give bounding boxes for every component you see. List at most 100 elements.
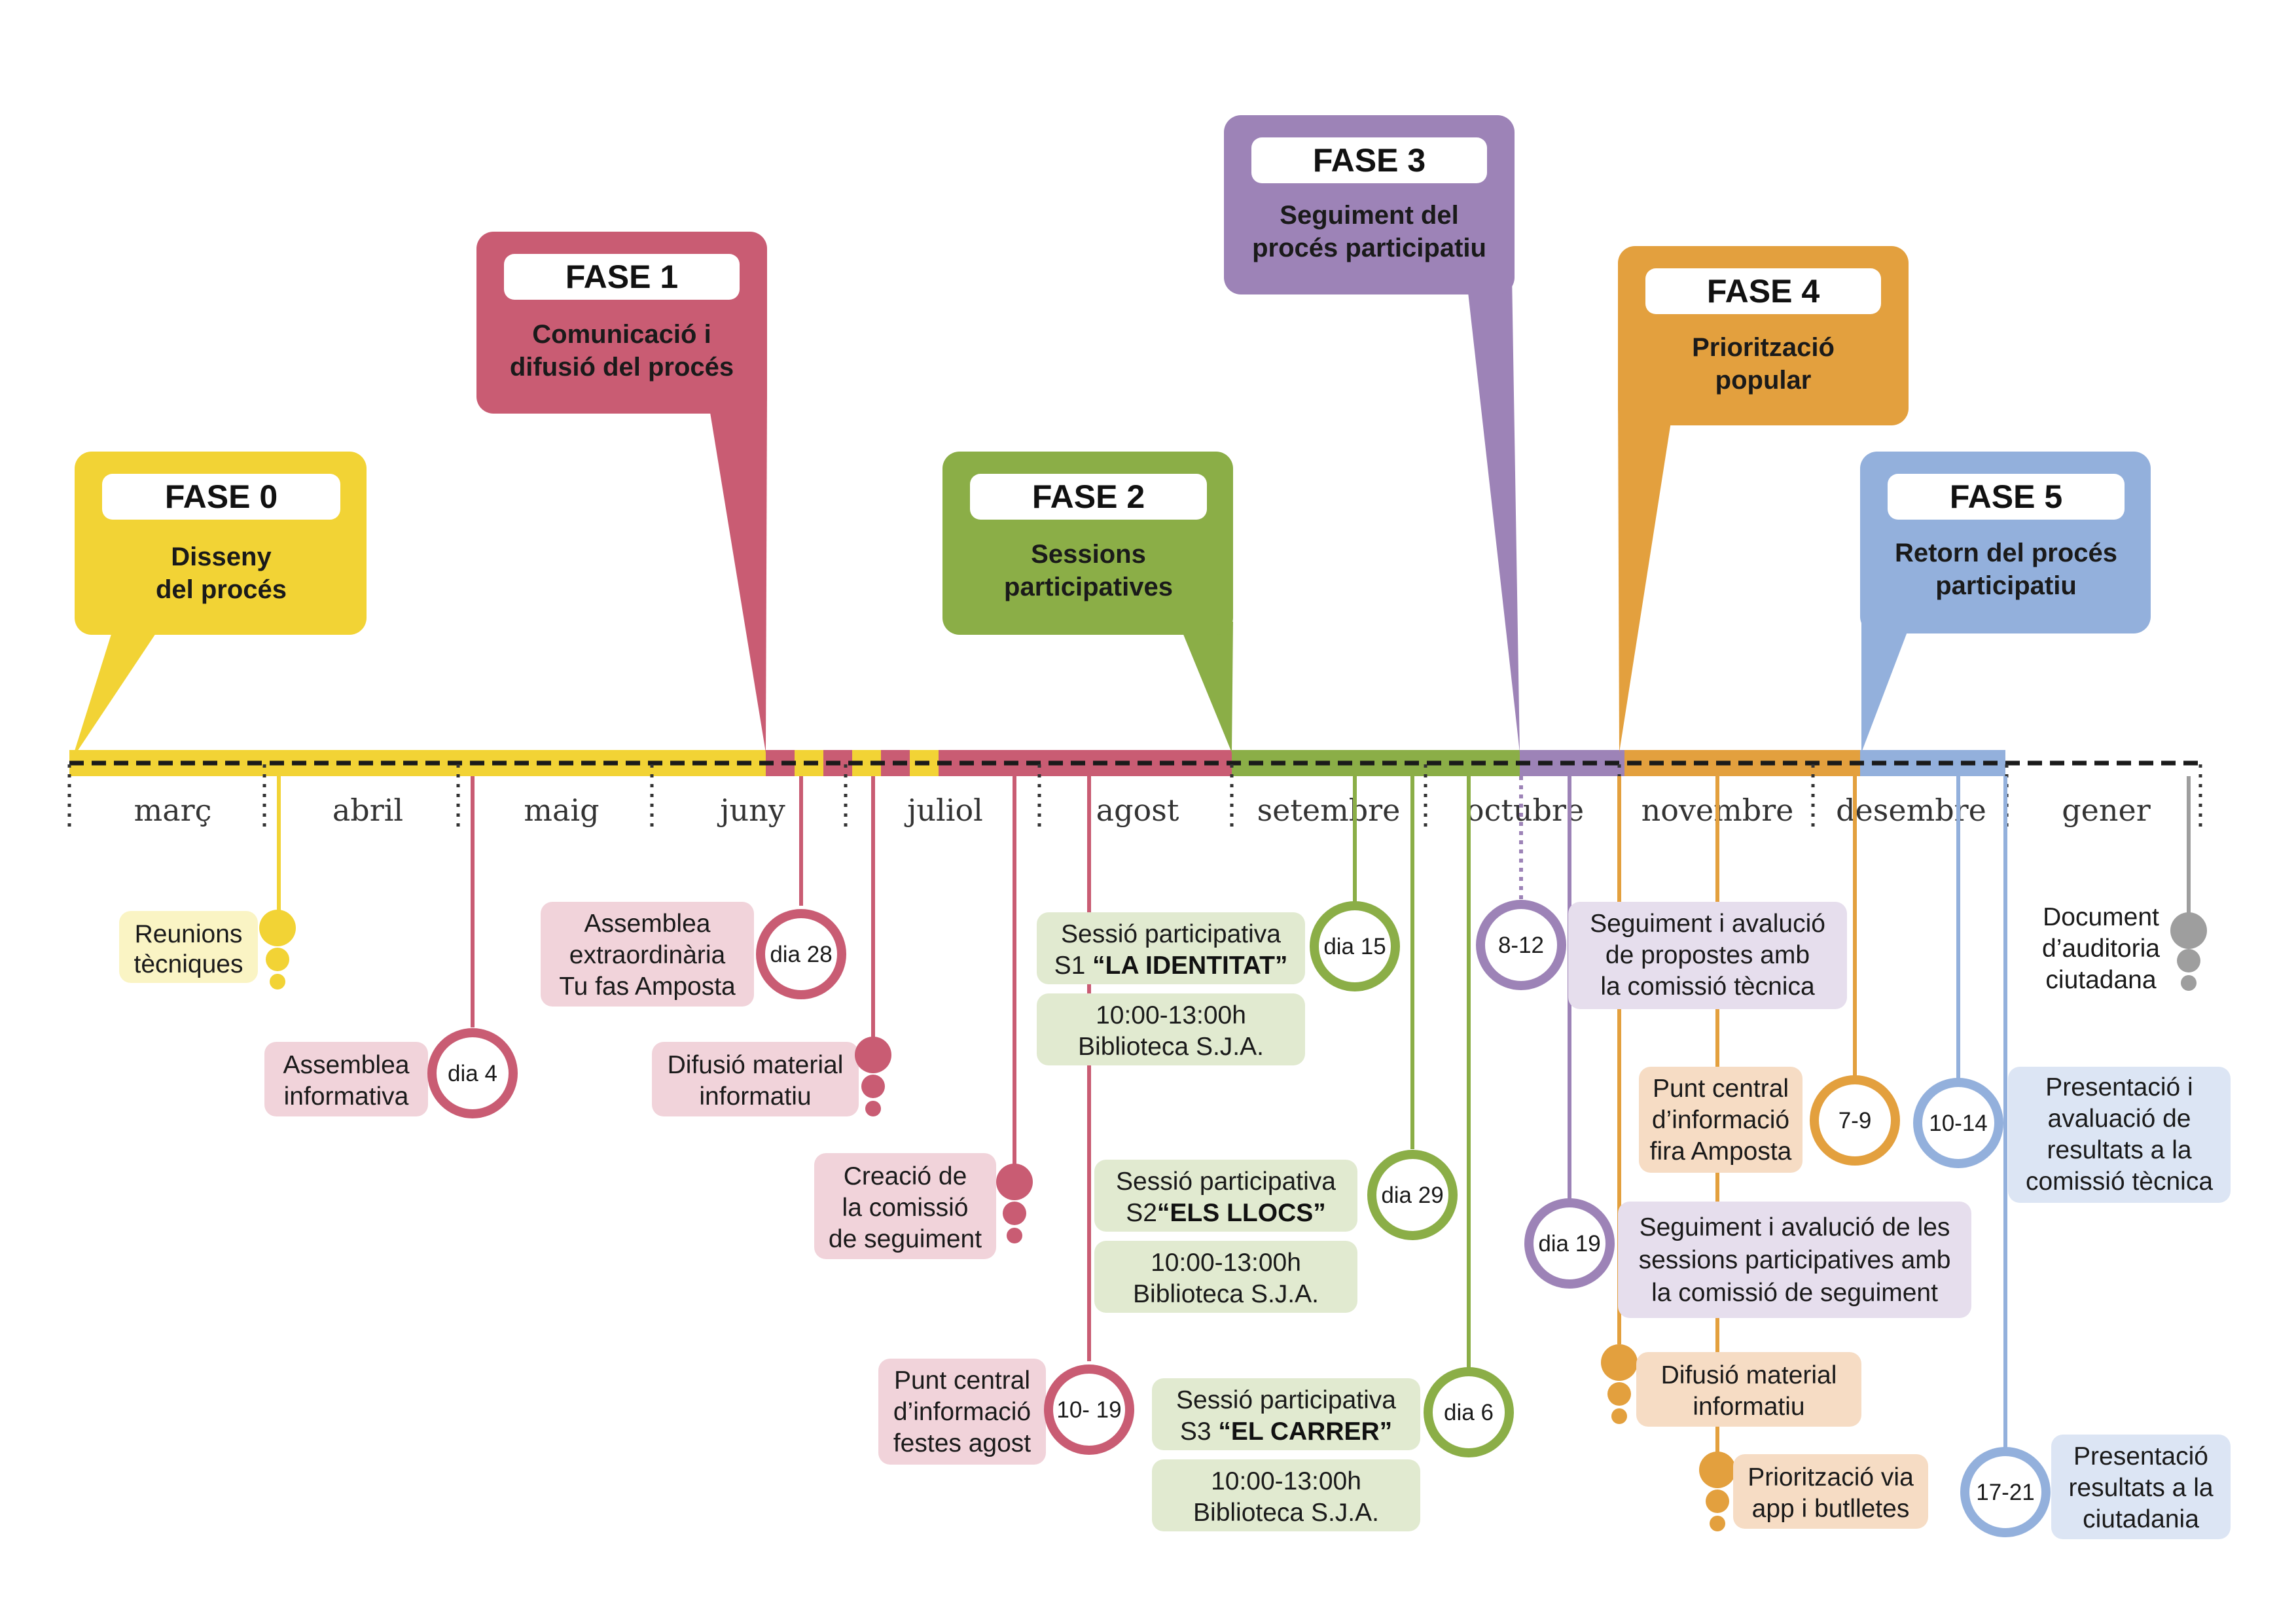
- session-name: “EL CARRER”: [1218, 1418, 1392, 1446]
- month-label-desembre: desembre: [1836, 793, 1986, 828]
- phase-subtitle-line: popular: [1715, 366, 1812, 395]
- event-label-box: [814, 1153, 996, 1259]
- bullet-dot-medium: [1607, 1382, 1631, 1406]
- event-label-line: Sessió participativa: [1176, 1386, 1396, 1414]
- phase-callout-pointer: [1861, 622, 1911, 753]
- phase-title-pill: [970, 474, 1207, 520]
- event-label-line: Seguiment i avalució: [1590, 910, 1825, 938]
- session-code: S3: [1180, 1418, 1219, 1446]
- event-assemblea-extraordinaria: Assemblea extraordinària Tu fas Amposta …: [541, 902, 846, 1007]
- month-label-gener: gener: [2062, 793, 2151, 828]
- bullet-dot-large: [996, 1164, 1033, 1200]
- phase-subtitle-line: Disseny: [171, 543, 272, 571]
- event-label-line: Assemblea: [283, 1051, 410, 1079]
- bullet-dot-large: [2170, 912, 2207, 949]
- phase-title-pill: [1251, 137, 1487, 183]
- phase-subtitle-line: Seguiment del: [1280, 201, 1458, 230]
- phase-title-pill: [102, 474, 340, 520]
- event-label-line: Difusió material: [1661, 1361, 1837, 1389]
- event-label-box: [2008, 1067, 2231, 1203]
- event-label-line: S3 “EL CARRER”: [1180, 1418, 1392, 1446]
- connector-lines: [277, 776, 2191, 1453]
- event-difusio-material-juliol: Difusió material informatiu: [652, 1037, 891, 1116]
- event-label-line: sessions participatives amb: [1639, 1246, 1951, 1274]
- event-label-box: [652, 1042, 859, 1116]
- event-label-line: resultats a la: [2068, 1474, 2213, 1502]
- event-label-line: Priorització via: [1748, 1463, 1914, 1491]
- date-circle: [1960, 1447, 2051, 1537]
- phase-callout-pointer: [1618, 393, 1676, 753]
- event-label-line: la comissió tècnica: [1600, 972, 1815, 1001]
- event-label-box: [119, 911, 258, 983]
- date-circle-label: dia 29: [1381, 1183, 1443, 1208]
- event-label-line: Creació de: [844, 1162, 967, 1190]
- event-label-line: comissió tècnica: [2026, 1168, 2213, 1196]
- session-info-line: Biblioteca S.J.A.: [1193, 1499, 1379, 1527]
- bullet-dot-large: [1601, 1344, 1638, 1381]
- session-info-box: [1152, 1459, 1420, 1531]
- event-label-box: [1618, 1202, 1971, 1318]
- event-label-line: avaluació de: [2048, 1105, 2191, 1133]
- event-label-box: [1094, 1160, 1357, 1232]
- event-label-line: ciutadana: [2045, 966, 2156, 994]
- event-label-line: informatiu: [699, 1082, 811, 1111]
- date-circle-label: dia 15: [1323, 934, 1386, 959]
- event-label-line: Presentació: [2073, 1442, 2208, 1471]
- session-info-line: Biblioteca S.J.A.: [1133, 1280, 1319, 1308]
- date-circle-label: 8-12: [1498, 933, 1544, 958]
- event-label-line: Difusió material: [668, 1051, 844, 1079]
- month-label-maig: maig: [524, 793, 599, 828]
- bullet-dot-small: [1611, 1408, 1627, 1424]
- session-code: S1: [1054, 952, 1093, 980]
- event-label-line: Punt central: [1653, 1075, 1789, 1103]
- event-label-line: Punt central: [894, 1366, 1030, 1395]
- event-label-line: Sessió participativa: [1116, 1168, 1336, 1196]
- event-label-line: Reunions: [135, 920, 243, 948]
- phase-callout-fase4: FASE 4 Priorització popular: [1618, 246, 1909, 753]
- event-label-box: [264, 1042, 428, 1116]
- event-label-box: [1037, 912, 1305, 984]
- event-punt-central-festes: Punt central d’informació festes agost 1…: [878, 1359, 1134, 1465]
- event-label-line: extraordinària: [569, 941, 726, 969]
- bullet-dot-small: [270, 974, 285, 990]
- event-label-line: S1 “LA IDENTITAT”: [1054, 952, 1288, 980]
- phase-title: FASE 2: [1032, 478, 1145, 515]
- event-label-box: [1636, 1352, 1861, 1427]
- event-sessio-2: Sessió participativa S2“ELS LLOCS” 10:00…: [1094, 1150, 1458, 1313]
- session-info-line: 10:00-13:00h: [1096, 1001, 1246, 1029]
- session-info-line: 10:00-13:00h: [1211, 1467, 1361, 1495]
- event-label-line: app i butlletes: [1752, 1495, 1910, 1523]
- phase-subtitle-line: Retorn del procés: [1895, 539, 2117, 567]
- event-presentacio-comissio-tecnica: 10-14 Presentació i avaluació de resulta…: [1913, 1067, 2231, 1203]
- event-label-line: resultats a la: [2047, 1136, 2191, 1164]
- session-info-box: [1094, 1241, 1357, 1313]
- event-label-line: Tu fas Amposta: [559, 972, 736, 1001]
- month-separators: [67, 764, 2202, 830]
- event-label-box: [1639, 1067, 1803, 1173]
- bullet-dot-medium: [861, 1075, 885, 1098]
- event-label-line: la comissió: [842, 1194, 969, 1222]
- bullet-dot-small: [1710, 1516, 1725, 1531]
- event-label-line: Presentació i: [2045, 1073, 2193, 1101]
- event-label-line: de seguiment: [829, 1225, 982, 1253]
- month-labels: març abril maig juny juliol agost setemb…: [134, 793, 2151, 828]
- event-label-line: S2“ELS LLOCS”: [1126, 1199, 1326, 1227]
- month-label-agost: agost: [1096, 793, 1179, 828]
- event-label-box: [1152, 1378, 1420, 1450]
- date-circle: [1367, 1150, 1458, 1240]
- event-label-box: [541, 902, 754, 1007]
- event-label-line: fira Amposta: [1650, 1137, 1792, 1166]
- date-circle: [1810, 1075, 1900, 1166]
- phase-subtitle-line: Comunicació i: [532, 320, 711, 349]
- phase-subtitle-line: del procés: [156, 575, 287, 604]
- date-circle-label: dia 4: [448, 1061, 497, 1086]
- date-circle: [1424, 1367, 1514, 1457]
- event-label-box: [2051, 1435, 2231, 1539]
- phase-callout-fase2: FASE 2 Sessions participatives: [942, 452, 1233, 753]
- phase-subtitle-line: Sessions: [1031, 540, 1146, 569]
- event-sessio-3: Sessió participativa S3 “EL CARRER” 10:0…: [1152, 1367, 1514, 1531]
- bullet-dot-small: [865, 1101, 881, 1116]
- phase-subtitle-line: participatives: [1004, 573, 1173, 601]
- phase-title: FASE 5: [1950, 478, 2062, 515]
